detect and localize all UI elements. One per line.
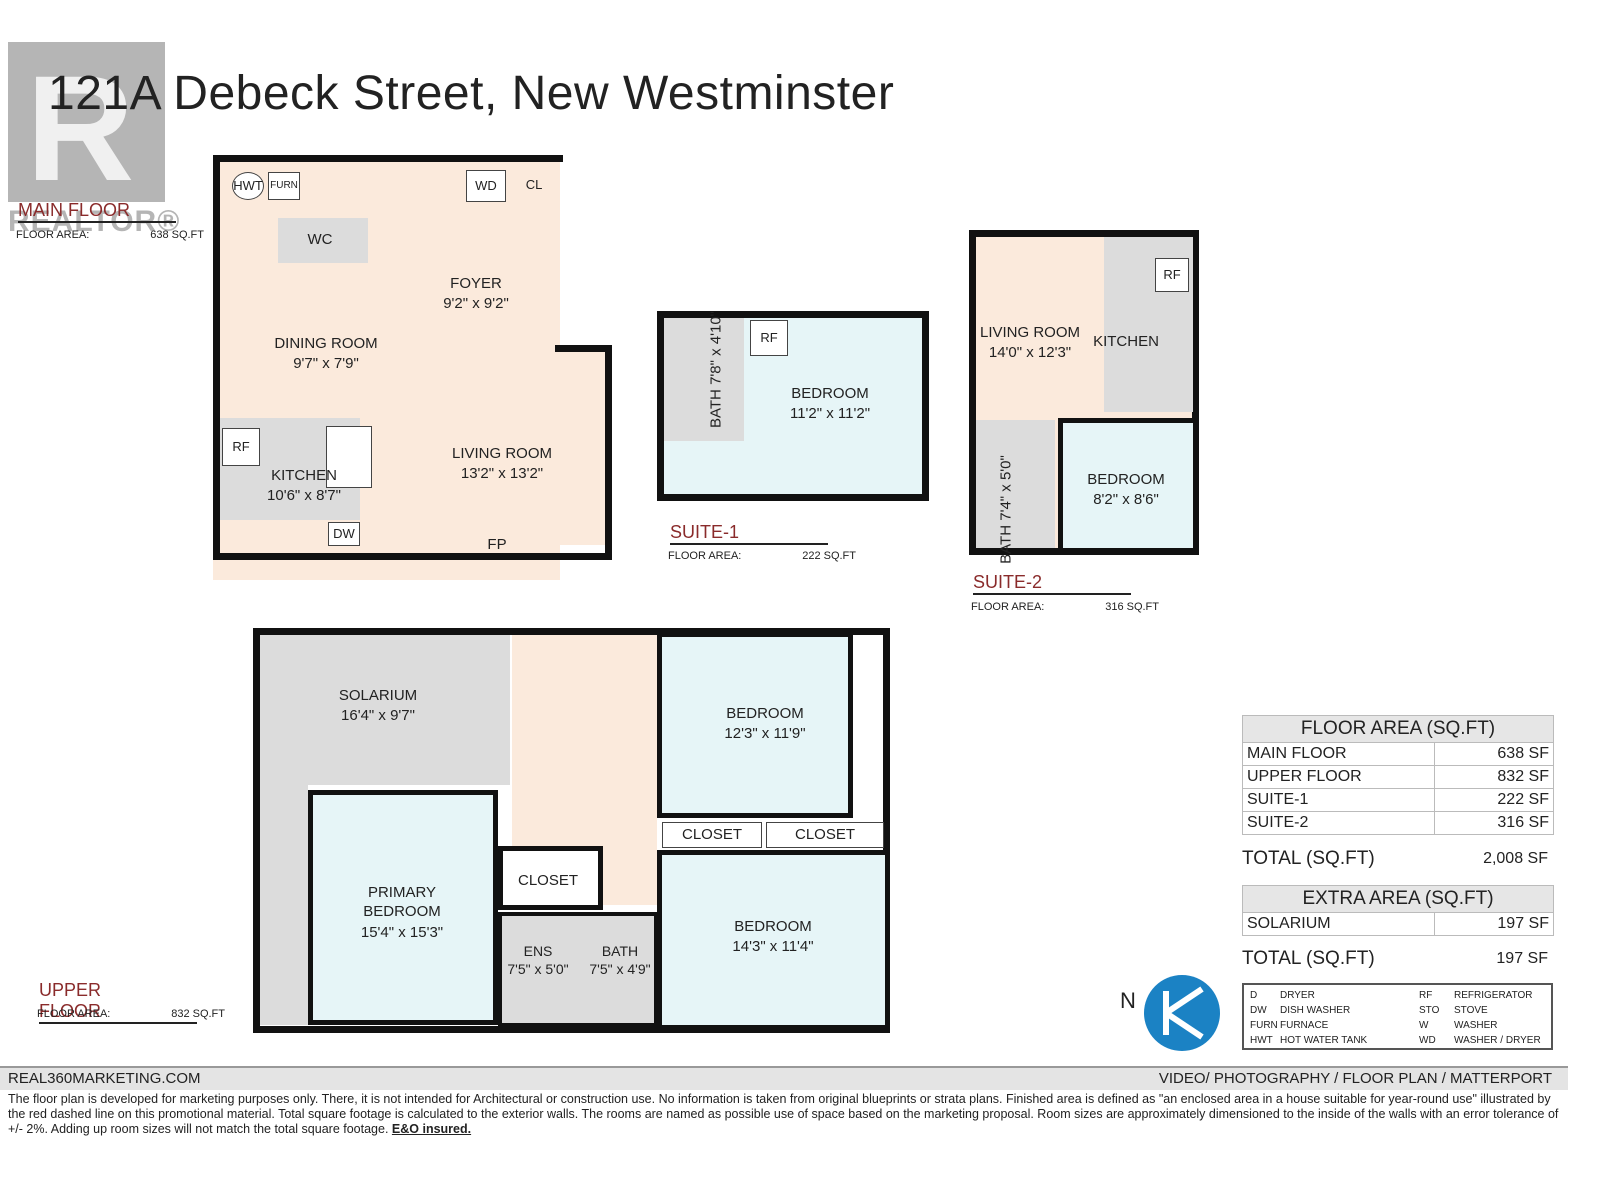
disclaimer: The floor plan is developed for marketin… [8,1092,1559,1136]
solarium-name: SOLARIUM [338,687,418,704]
suite2-bath-label: BATH 7'4" x 5'0" [997,455,1015,564]
suite2-kitchen-name: KITCHEN [1093,333,1159,350]
fireplace-label: FP [487,536,507,553]
foyer-size: 9'2" x 9'2" [443,295,509,312]
bedroom1-name: BEDROOM [726,705,804,722]
bath-size: 7'5" x 4'9" [589,961,651,977]
dishwasher-fixture: DW [328,522,360,546]
living-name: LIVING ROOM [451,445,553,462]
primary-bedroom-name: PRIMARY BEDROOM [363,884,441,920]
suite1-refrigerator: RF [750,320,788,356]
suite2-area: FLOOR AREA:316 SQ.FT [971,601,1159,613]
bedroom2-name: BEDROOM [734,918,812,935]
suite1-bedroom-name: BEDROOM [791,385,869,402]
wc-label: WC [307,231,333,248]
main-floor-area: FLOOR AREA:638 SQ.FT [16,229,204,241]
website-link[interactable]: REAL360MARKETING.COM [8,1070,201,1087]
upper-floor-area: FLOOR AREA:832 SQ.FT [37,1008,225,1020]
ensuite-size: 7'5" x 5'0" [507,961,569,977]
suite2-bedroom-name: BEDROOM [1087,471,1165,488]
living-size: 13'2" x 13'2" [460,465,544,482]
main-floor-title: MAIN FLOOR [18,200,176,223]
closet-label: CL [525,177,543,192]
suite1-bedroom-size: 11'2" x 11'2" [789,405,871,422]
furnace-fixture: FURN [268,172,300,200]
suite2-refrigerator: RF [1155,258,1189,292]
suite2-living-size: 14'0" x 12'3" [988,344,1072,361]
upper-floor-title: UPPER FLOOR [39,980,197,1024]
kitchen-name: KITCHEN [271,467,337,484]
footer-bar: REAL360MARKETING.COM VIDEO/ PHOTOGRAPHY … [0,1066,1568,1090]
extra-area-total: TOTAL (SQ.FT)197 SF [1242,948,1548,969]
suite2-bedroom-size: 8'2" x 8'6" [1093,491,1159,508]
primary-bedroom-size: 15'4" x 15'3" [360,924,444,941]
suite2-title: SUITE-2 [973,572,1131,595]
compass-icon [1144,975,1220,1051]
bath-name: BATH [601,943,639,959]
kitchen-size: 10'6" x 8'7" [267,487,341,504]
foyer-name: FOYER [450,275,502,292]
closet-2: CLOSET [766,822,884,848]
closet-1: CLOSET [662,822,762,848]
bedroom1-size: 12'3" x 11'9" [724,725,806,742]
ensuite-name: ENS [523,943,553,959]
floor-area-total: TOTAL (SQ.FT)2,008 SF [1242,848,1548,869]
hwt-fixture: HWT [232,172,264,200]
refrigerator-fixture: RF [222,428,260,466]
solarium-size: 16'4" x 9'7" [341,707,415,724]
suite1-title: SUITE-1 [670,522,828,545]
bedroom2-size: 14'3" x 11'4" [732,938,814,955]
washer-dryer-fixture: WD [466,170,506,202]
dining-name: DINING ROOM [274,335,378,352]
closet-3: CLOSET [517,872,579,889]
realtor-logo-letter: R [26,44,135,212]
suite1-area: FLOOR AREA:222 SQ.FT [668,550,856,562]
page-title: 121A Debeck Street, New Westminster [48,67,895,120]
suite1-bath-label: BATH 7'8" x 4'10" [707,310,725,429]
realtor-watermark [8,42,165,202]
dining-size: 9'7" x 7'9" [293,355,359,372]
services-text: VIDEO/ PHOTOGRAPHY / FLOOR PLAN / MATTER… [1158,1070,1552,1087]
suite2-living-name: LIVING ROOM [979,324,1081,341]
compass-north-label: N [1120,988,1136,1013]
